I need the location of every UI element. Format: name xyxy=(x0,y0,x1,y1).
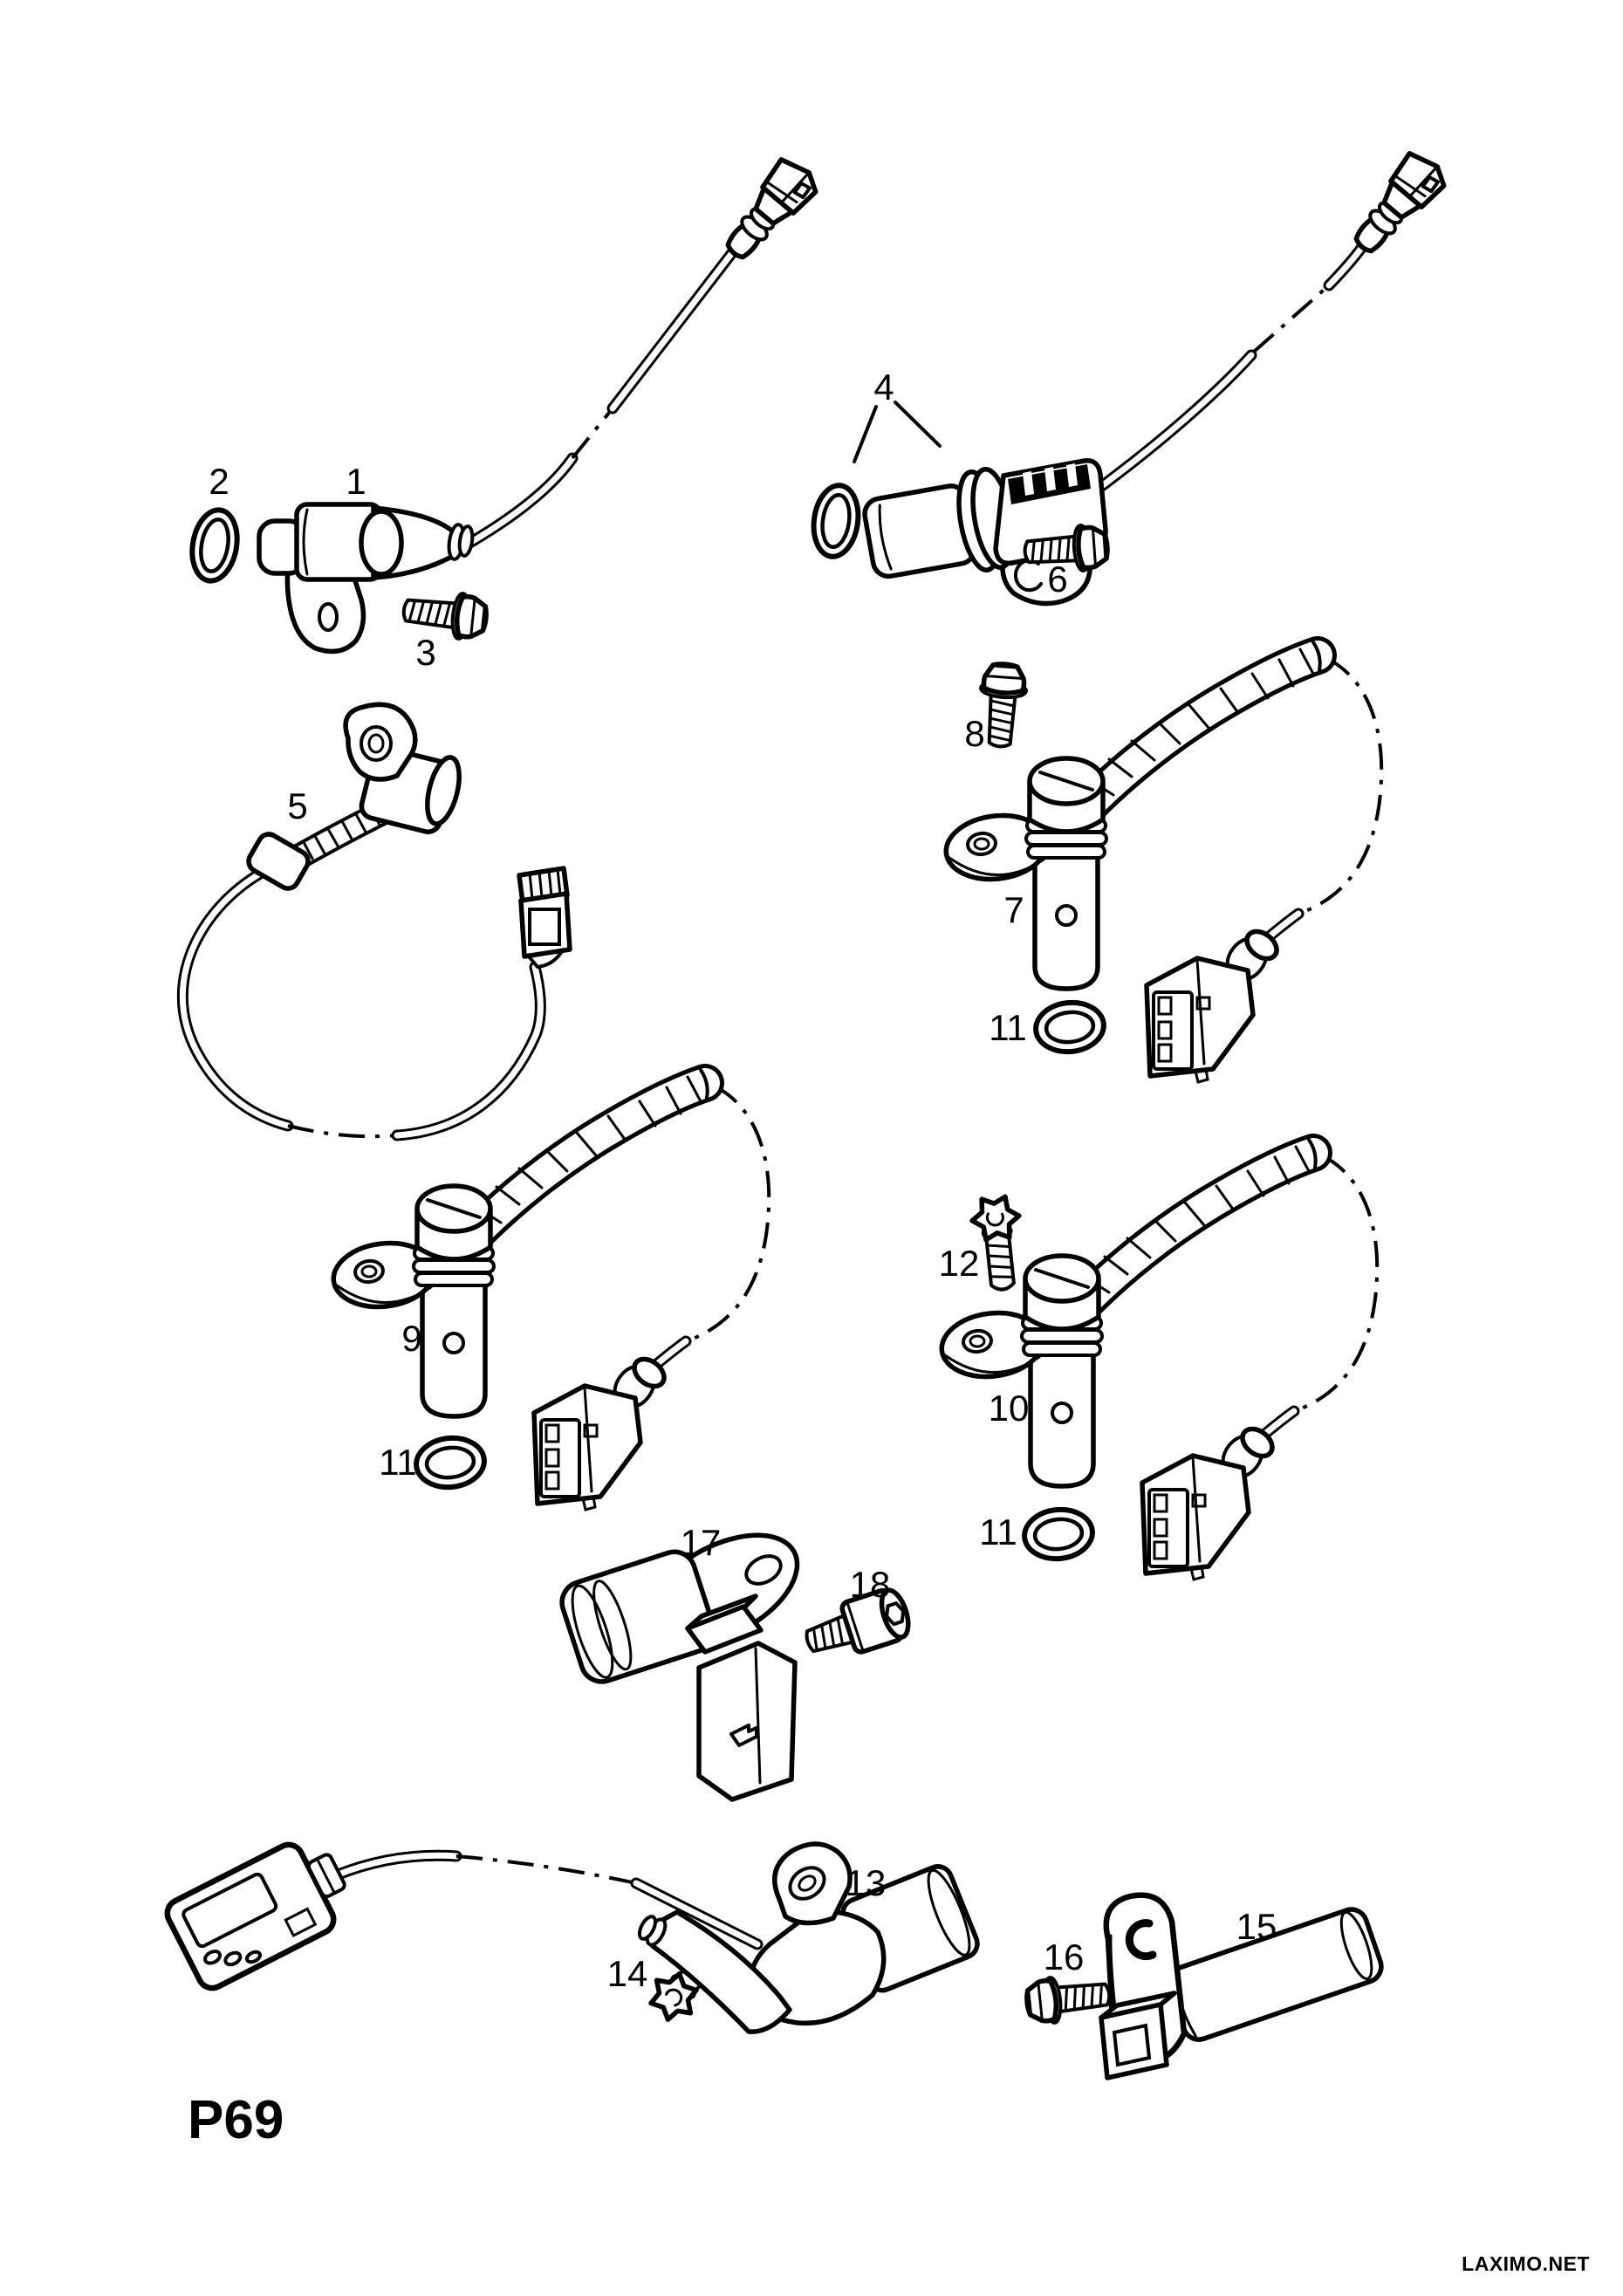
part-13-sensor xyxy=(164,1841,980,2034)
watermark: LAXIMO.NET xyxy=(1462,2252,1590,2275)
callout-17: 17 xyxy=(681,1522,722,1563)
part-13-connector xyxy=(164,1841,346,1991)
callout-6: 6 xyxy=(1047,559,1067,600)
part-3-bolt xyxy=(401,587,488,641)
callout-3: 3 xyxy=(415,632,435,673)
cable-break-line xyxy=(287,1124,398,1139)
part-15-sensor xyxy=(1099,1892,1384,2080)
part-1-sensor xyxy=(257,154,822,655)
callout-5: 5 xyxy=(287,785,307,826)
page-code: P69 xyxy=(188,2090,284,2150)
cable-break-line xyxy=(571,407,614,460)
part-4-harness-plug xyxy=(1344,147,1450,262)
part-18-screw xyxy=(805,1587,911,1655)
callout-11-b: 11 xyxy=(379,1442,417,1483)
part-17-sensor xyxy=(559,1532,800,1802)
cable-break-line xyxy=(455,1854,637,1885)
part-5-connector xyxy=(517,866,572,969)
part-1-harness-plug xyxy=(716,154,822,268)
part-11-o-ring-a xyxy=(1033,999,1106,1055)
callout-2: 2 xyxy=(209,461,229,502)
callout-10: 10 xyxy=(989,1388,1030,1429)
callout-1: 1 xyxy=(346,461,366,502)
part-15-connector xyxy=(1099,2002,1169,2080)
callout-14: 14 xyxy=(607,1953,648,1994)
callout-4: 4 xyxy=(873,367,894,408)
part-2-o-ring xyxy=(187,506,242,584)
cable-break-line xyxy=(1252,284,1331,353)
callout-11-c: 11 xyxy=(979,1511,1017,1552)
part-17-body xyxy=(559,1549,717,1684)
callout-9: 9 xyxy=(401,1318,421,1359)
callout-16: 16 xyxy=(1044,1936,1085,1977)
callout-8: 8 xyxy=(964,713,984,754)
callout-4-leader-lines xyxy=(853,401,942,463)
callout-18: 18 xyxy=(850,1564,891,1605)
callout-12: 12 xyxy=(939,1243,980,1284)
part-11-o-ring-b xyxy=(414,1435,486,1491)
callout-15: 15 xyxy=(1236,1906,1277,1947)
part-4-o-ring xyxy=(810,483,863,559)
callout-13: 13 xyxy=(846,1862,887,1903)
callout-7: 7 xyxy=(1003,889,1024,930)
part-5-cable-sleeve xyxy=(246,832,311,891)
part-16-bolt xyxy=(1024,1971,1111,2025)
part-5-sensor xyxy=(176,702,572,1141)
callout-11-a: 11 xyxy=(989,1007,1027,1048)
part-13-body xyxy=(748,1909,887,2026)
part-11-o-ring-c xyxy=(1022,1506,1094,1562)
part-4-sensor xyxy=(810,147,1451,607)
part-17-connector-shroud xyxy=(696,1641,798,1802)
